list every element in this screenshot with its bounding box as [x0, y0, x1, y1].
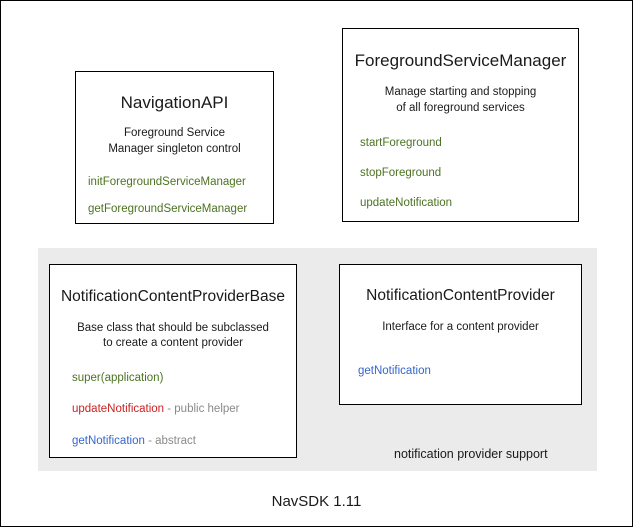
member-list-notification-content-provider-base: super(application) updateNotification - … [50, 372, 296, 449]
class-member: getNotification [358, 365, 581, 379]
class-title-foreground-service-manager: ForegroundServiceManager [354, 51, 567, 70]
class-member: initForegroundServiceManager [88, 176, 273, 190]
class-member-note: - abstract [144, 435, 197, 448]
class-box-navigation-api: NavigationAPI Foreground Service Manager… [75, 71, 274, 224]
class-box-notification-content-provider-base: NotificationContentProviderBase Base cla… [49, 264, 297, 458]
class-title-navigation-api: NavigationAPI [120, 93, 229, 112]
class-title-notification-content-provider: NotificationContentProvider [366, 287, 555, 304]
class-member: super(application) [72, 372, 296, 386]
class-member-name: super(application) [72, 371, 164, 384]
class-description-notification-content-provider-base: Base class that should be subclassed to … [50, 321, 296, 352]
class-member-name: updateNotification [360, 197, 453, 210]
class-member: getForegroundServiceManager [88, 203, 273, 217]
class-member-name: getNotification [358, 365, 431, 378]
class-member-note: - public helper [164, 403, 240, 416]
class-description-line: to create a content provider [103, 337, 243, 350]
member-list-notification-content-provider: getNotification [340, 365, 581, 379]
class-description-line: Base class that should be subclassed [77, 321, 269, 334]
class-member-name: getNotification [72, 435, 145, 448]
class-description-notification-content-provider: Interface for a content provider [340, 320, 581, 336]
member-list-navigation-api: initForegroundServiceManager getForegrou… [76, 176, 273, 217]
class-member: updateNotification - public helper [72, 403, 296, 417]
class-member: getNotification - abstract [72, 435, 296, 449]
class-description-line: of all foreground services [396, 101, 525, 114]
class-member-name: initForegroundServiceManager [88, 176, 246, 189]
class-box-foreground-service-manager: ForegroundServiceManager Manage starting… [342, 28, 579, 222]
class-member-name: getForegroundServiceManager [88, 203, 248, 216]
class-member-name: updateNotification [72, 403, 165, 416]
figure-caption: NavSDK 1.11 [271, 493, 362, 510]
class-description-line: Interface for a content provider [382, 320, 539, 333]
class-description-navigation-api: Foreground Service Manager singleton con… [76, 126, 273, 157]
group-label-notification-provider-support: notification provider support [394, 447, 548, 461]
class-description-line: Foreground Service [124, 127, 225, 140]
class-box-notification-content-provider: NotificationContentProvider Interface fo… [339, 264, 582, 405]
class-member-name: stopForeground [360, 167, 442, 180]
class-description-line: Manage starting and stopping [384, 86, 537, 99]
member-list-foreground-service-manager: startForeground stopForeground updateNot… [343, 137, 578, 210]
class-title-notification-content-provider-base: NotificationContentProviderBase [60, 288, 285, 305]
class-member: startForeground [360, 137, 578, 151]
class-member: updateNotification [360, 197, 578, 211]
class-description-line: Manager singleton control [108, 142, 241, 155]
class-description-foreground-service-manager: Manage starting and stopping of all fore… [343, 85, 578, 116]
class-member: stopForeground [360, 167, 578, 181]
class-member-name: startForeground [360, 137, 442, 150]
